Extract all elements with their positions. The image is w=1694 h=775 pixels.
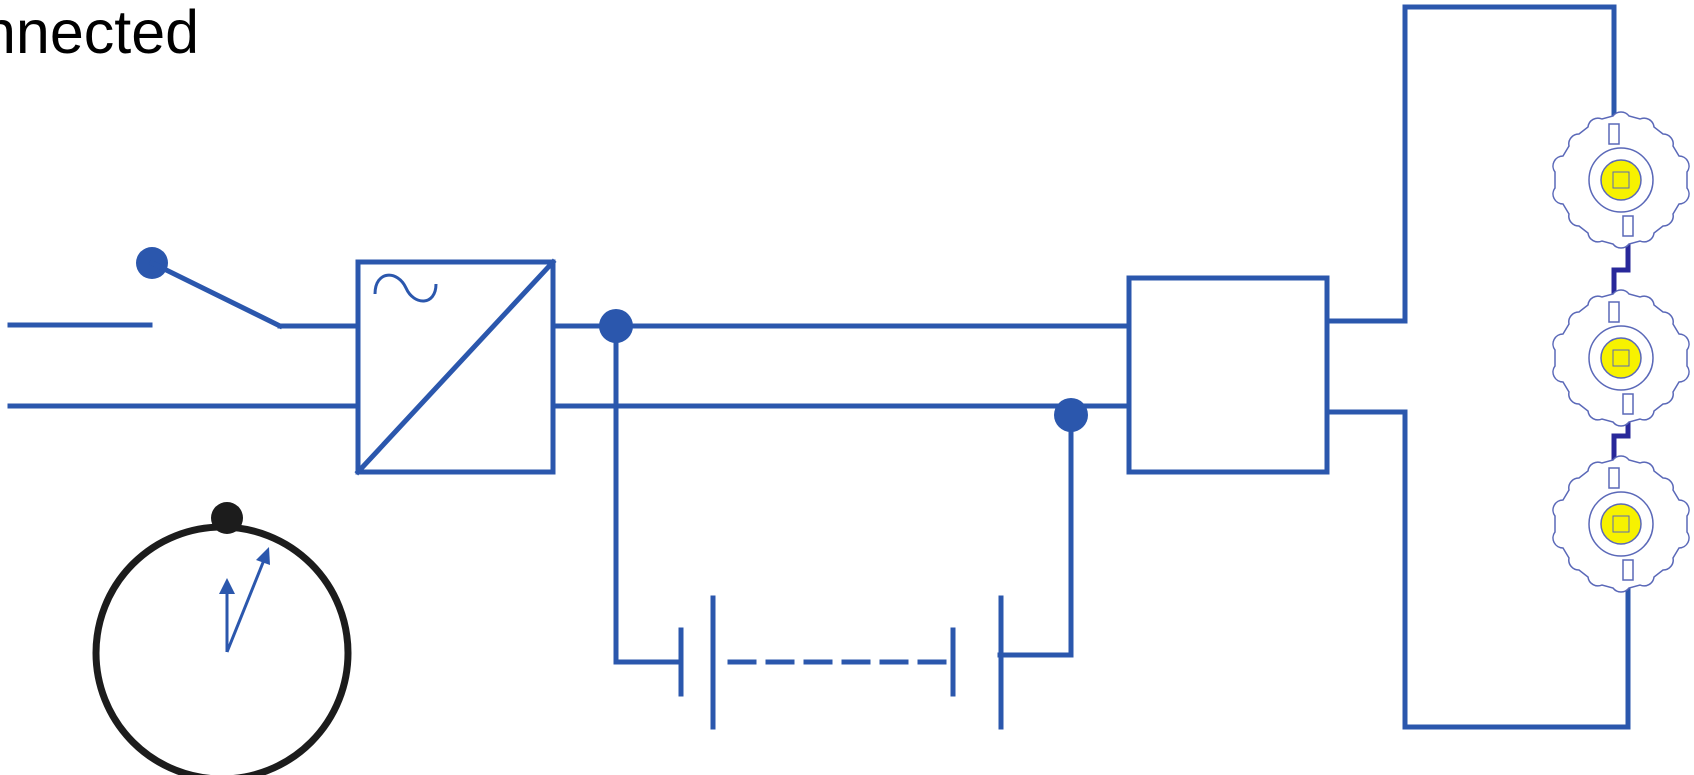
led-die	[1612, 171, 1630, 189]
driver-box	[1126, 275, 1330, 475]
battery-bank	[613, 323, 1074, 730]
switch-lever	[148, 259, 284, 330]
caption-text: nnected	[0, 0, 199, 66]
led-2	[1552, 289, 1690, 427]
dc-bus	[550, 309, 1131, 432]
led-pad-top	[1608, 467, 1620, 489]
led-1	[1552, 111, 1690, 249]
led-pad-top	[1608, 301, 1620, 323]
mains-input	[7, 322, 360, 409]
led-pad-top	[1608, 123, 1620, 145]
led-3	[1552, 455, 1690, 593]
ac-dc-converter	[354, 258, 557, 476]
led-pad-bottom	[1622, 215, 1634, 237]
led-emitter	[1600, 503, 1642, 545]
stopwatch-hand-long	[225, 559, 266, 653]
mains-switch	[136, 247, 360, 330]
stopwatch-hand-long-tip	[256, 547, 270, 565]
stopwatch-crown	[211, 502, 243, 534]
led-string-positive-wire	[1324, 4, 1617, 324]
led-pad-bottom	[1622, 393, 1634, 415]
led-die	[1612, 515, 1630, 533]
stopwatch-dial	[92, 523, 352, 775]
ac-wave-icon	[373, 273, 438, 303]
led-string-negative-wire	[1324, 409, 1631, 730]
battery-positive-lead	[613, 323, 682, 665]
converter-diagonal	[354, 258, 557, 476]
led-driver	[1126, 275, 1330, 475]
led-pad-bottom	[1622, 559, 1634, 581]
battery-negative-lead	[997, 412, 1074, 658]
stopwatch-icon	[92, 502, 352, 775]
led-emitter	[1600, 159, 1642, 201]
stopwatch-hand-short-tip	[219, 578, 235, 594]
led-die	[1612, 349, 1630, 367]
led-emitter	[1600, 337, 1642, 379]
